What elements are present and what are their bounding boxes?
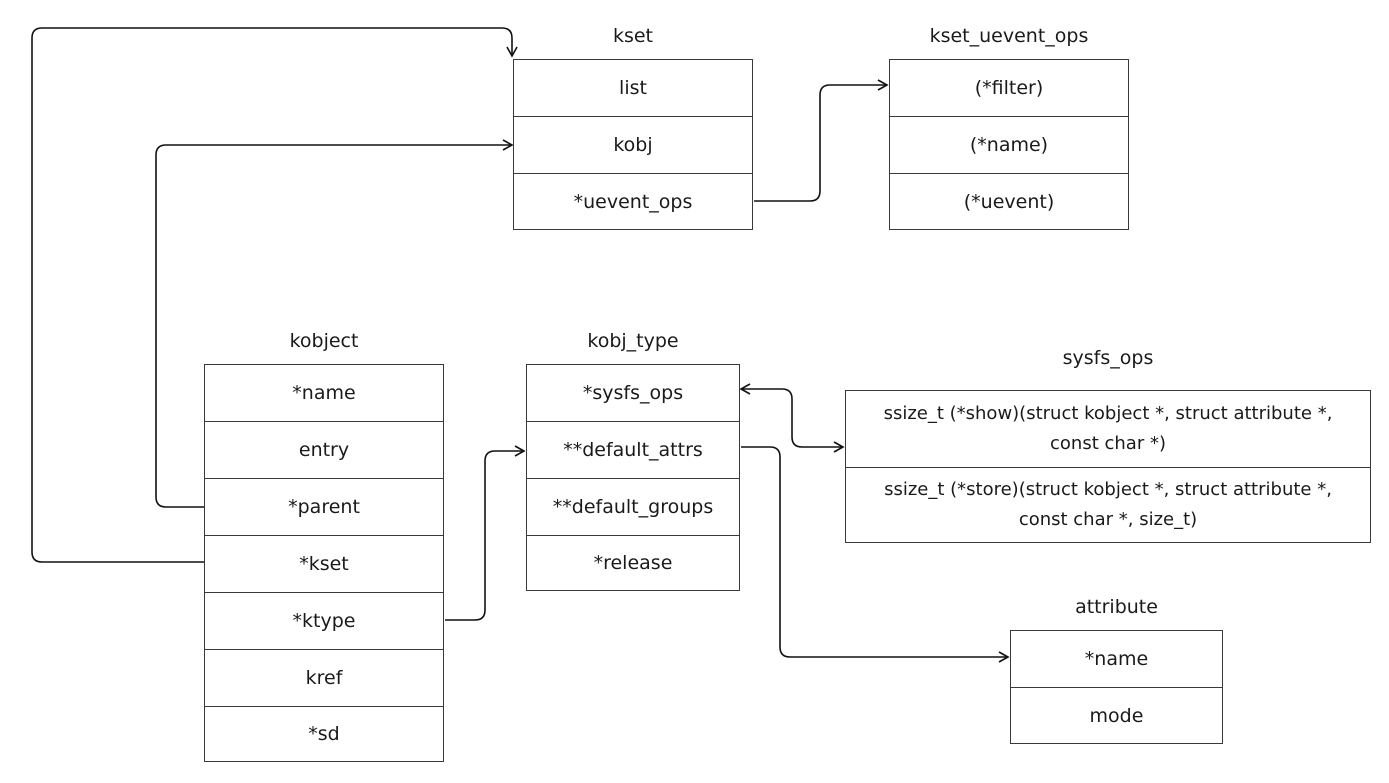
kobject-field-kset: *kset [205,535,443,592]
uevent-ops-field-uevent: (*uevent) [890,173,1128,229]
arrow-default-attrs [741,446,1010,663]
kobject-title: kobject [289,330,359,352]
sysfs-ops-struct: ssize_t (*show)(struct kobject *, struct… [845,390,1371,543]
attribute-struct: *name mode [1010,630,1223,744]
sysfs-ops-store-line1: ssize_t (*store)(struct kobject *, struc… [884,479,1332,500]
kobj-type-field-default-attrs: **default_attrs [527,421,739,478]
uevent-ops-field-name: (*name) [890,116,1128,173]
sysfs-ops-field-store: ssize_t (*store)(struct kobject *, struc… [846,467,1370,542]
arrow-ktype [445,445,526,621]
kobj-type-field-default-groups: **default_groups [527,478,739,535]
kset-field-list: list [619,77,647,99]
attribute-field-mode: mode [1011,687,1222,743]
kobj-type-title: kobj_type [587,330,679,352]
kset-title: kset [612,25,654,47]
attribute-field-name: *name [1084,648,1149,670]
kset-uevent-ops-title: kset_uevent_ops [929,25,1089,47]
attribute-title: attribute [1075,596,1158,618]
sysfs-ops-show-line2: const char *) [1050,433,1166,454]
kset-struct: list kobj *uevent_ops [513,59,753,230]
arrow-kobject-parent-to-kobj [155,139,514,508]
sysfs-ops-store-line2: const char *, size_t) [1018,509,1198,530]
arrow-uevent-ops [754,79,889,202]
sysfs-ops-field-show: ssize_t (*show)(struct kobject *, struct… [846,391,1370,467]
kset-field-kobj: kobj [514,116,752,173]
kobject-field-entry: entry [205,421,443,478]
arrow-sysfs-ops [739,383,845,453]
arrow-kobject-kset-to-kset [31,27,518,563]
kobj-type-field-sysfs-ops: *sysfs_ops [582,382,684,404]
kobject-struct: *name entry *parent *kset *ktype kref *s… [204,364,444,762]
kobject-field-ktype: *ktype [205,592,443,649]
uevent-ops-field-filter: (*filter) [974,77,1044,99]
sysfs-ops-show-line1: ssize_t (*show)(struct kobject *, struct… [883,403,1333,424]
sysfs-ops-title: sysfs_ops [1062,347,1154,369]
kset-field-uevent-ops: *uevent_ops [514,173,752,229]
kobject-field-sd: *sd [205,706,443,761]
kobject-field-kref: kref [205,649,443,706]
kset-uevent-ops-struct: (*filter) (*name) (*uevent) [889,59,1129,230]
kobject-field-parent: *parent [205,478,443,535]
kobj-type-field-release: *release [527,535,739,590]
kobj-type-struct: *sysfs_ops **default_attrs **default_gro… [526,364,740,591]
kobject-field-name: *name [292,382,356,404]
